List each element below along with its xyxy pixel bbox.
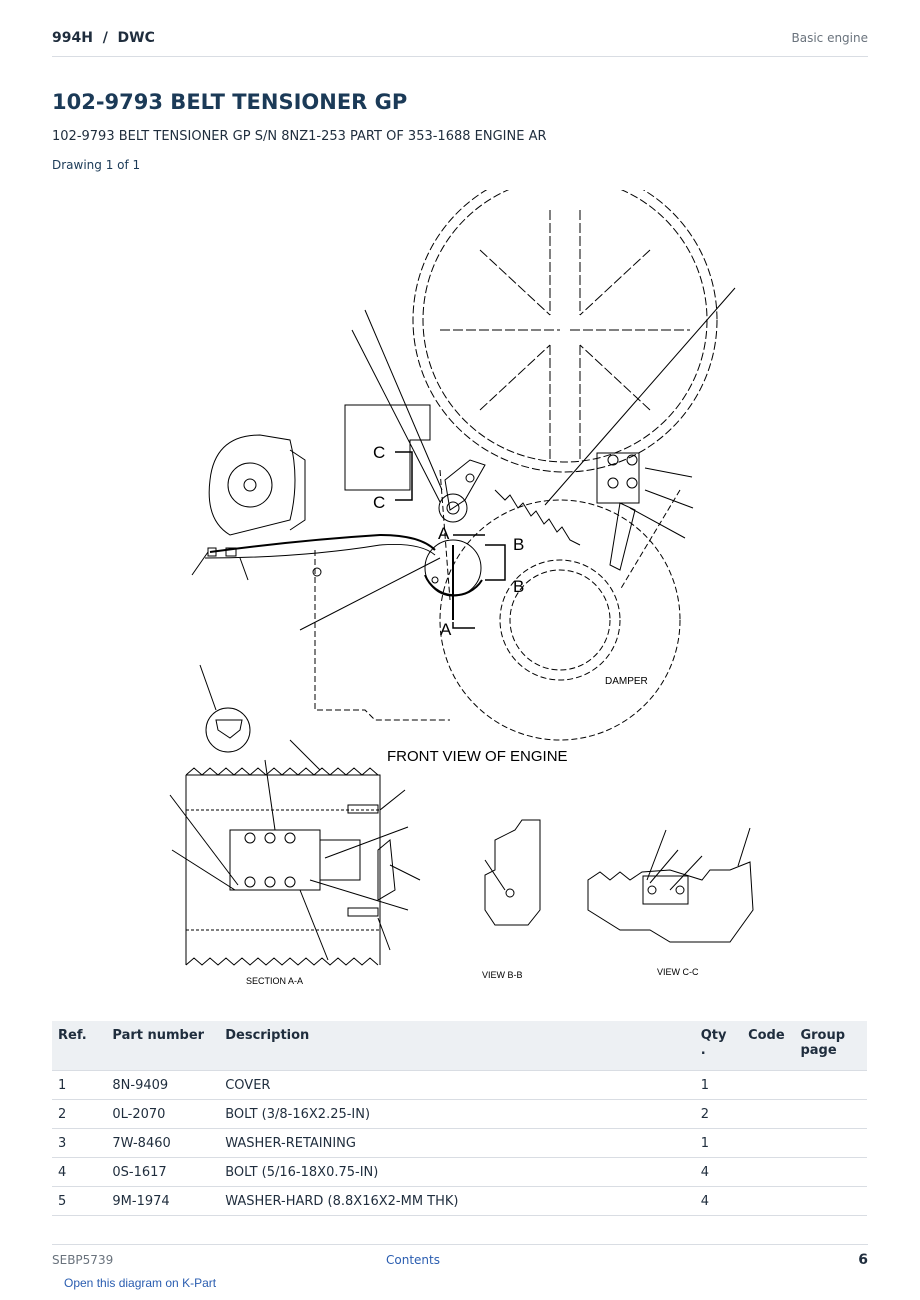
table-header-row: Ref. Part number Description Qty . Code … [52,1021,867,1071]
cell-ref: 1 [52,1070,107,1100]
cell-description: WASHER-RETAINING [219,1128,695,1158]
cell-part-number: 7W-8460 [106,1128,220,1158]
cell-code [742,1157,795,1187]
cell-group-page [794,1128,867,1158]
cell-qty: 4 [694,1157,743,1187]
contents-link[interactable]: Contents [386,1253,440,1267]
cell-ref: 5 [52,1186,107,1216]
cell-ref: 4 [52,1157,107,1187]
cell-description: WASHER-HARD (8.8X16X2-MM THK) [219,1186,695,1216]
column-header-ref: Ref. [52,1021,107,1071]
table-row: 1 8N-9409 COVER 1 [52,1070,867,1100]
view-cc-label: VIEW C-C [657,967,699,977]
cell-qty: 4 [694,1186,743,1216]
cell-code [742,1128,795,1158]
open-kpart-link[interactable]: Open this diagram on K-Part [64,1276,217,1290]
table-row: 5 9M-1974 WASHER-HARD (8.8X16X2-MM THK) … [52,1186,867,1216]
page-subtitle: 102-9793 BELT TENSIONER GP S/N 8NZ1-253 … [52,129,547,144]
column-header-qty: Qty . [694,1021,743,1071]
view-bb-label: VIEW B-B [482,970,523,980]
cell-ref: 3 [52,1128,107,1158]
cell-description: COVER [219,1070,695,1100]
damper-label: DAMPER [605,676,648,687]
cell-ref: 2 [52,1099,107,1129]
column-header-group-page: Group page [794,1021,867,1071]
cell-qty: 1 [694,1070,743,1100]
label-a-bottom: A [440,620,452,639]
cell-group-page [794,1070,867,1100]
cell-group-page [794,1157,867,1187]
cell-description: BOLT (3/8-16X2.25-IN) [219,1099,695,1129]
page-number: 6 [858,1252,868,1268]
cell-code [742,1099,795,1129]
view-bb-drawing [484,819,541,926]
cell-part-number: 8N-9409 [106,1070,220,1100]
label-c-top: C [373,443,385,462]
column-header-description: Description [219,1021,695,1071]
footer-divider [52,1244,868,1245]
cell-part-number: 9M-1974 [106,1186,220,1216]
front-view-drawing [191,190,736,741]
label-b-top: B [513,535,524,554]
machine-model: 994H / DWC [52,30,155,46]
page-title: 102-9793 BELT TENSIONER GP [52,90,408,114]
column-header-part-number: Part number [106,1021,220,1071]
section-aa-label: SECTION A-A [246,976,303,986]
section-aa-drawing [169,739,421,966]
label-b-bottom: B [513,577,524,596]
document-id: SEBP5739 [52,1253,114,1267]
cell-qty: 1 [694,1128,743,1158]
cell-group-page [794,1186,867,1216]
cell-group-page [794,1099,867,1129]
cell-code [742,1070,795,1100]
front-view-label: FRONT VIEW OF ENGINE [387,748,568,765]
section-name: Basic engine [791,31,868,45]
label-a-top: A [438,524,450,543]
view-cc-drawing [587,827,754,943]
cell-part-number: 0L-2070 [106,1099,220,1129]
table-row: 2 0L-2070 BOLT (3/8-16X2.25-IN) 2 [52,1099,867,1129]
cell-qty: 2 [694,1099,743,1129]
cell-code [742,1186,795,1216]
table-row: 3 7W-8460 WASHER-RETAINING 1 [52,1128,867,1158]
callout-detail [199,664,251,753]
page-header: 994H / DWC Basic engine [52,28,868,57]
label-c-bottom: C [373,493,385,512]
parts-table: Ref. Part number Description Qty . Code … [52,1021,867,1216]
table-row: 4 0S-1617 BOLT (5/16-18X0.75-IN) 4 [52,1157,867,1187]
cell-description: BOLT (5/16-18X0.75-IN) [219,1157,695,1187]
cell-part-number: 0S-1617 [106,1157,220,1187]
drawing-count: Drawing 1 of 1 [52,158,141,172]
parts-diagram[interactable]: C C A A B B DAMPER FRONT VIEW OF ENGINE … [150,190,770,990]
column-header-code: Code [742,1021,795,1071]
